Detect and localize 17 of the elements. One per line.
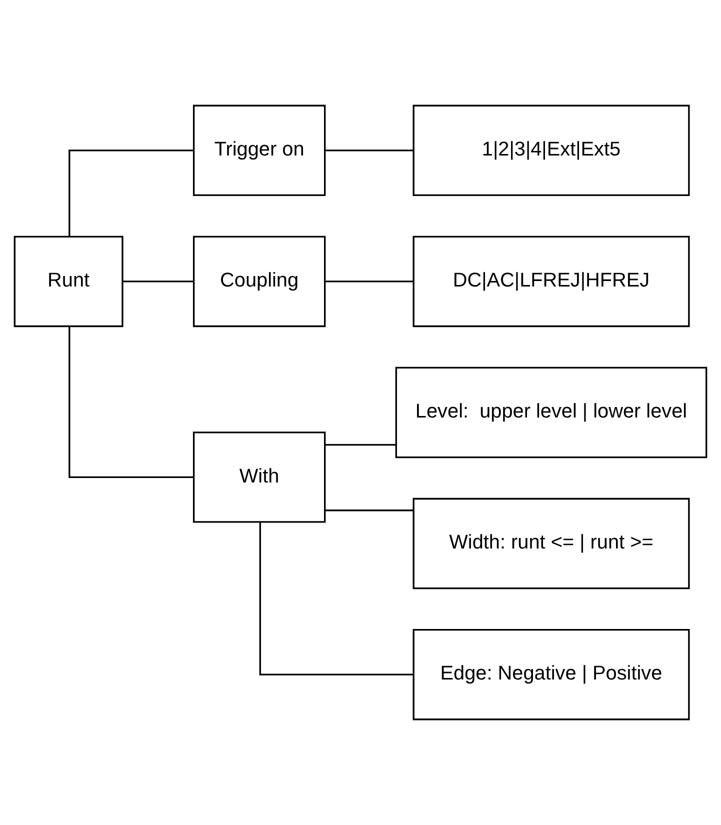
connector bbox=[326, 444, 396, 446]
node-box: Runt bbox=[14, 236, 124, 328]
connector bbox=[326, 280, 414, 282]
node-box: Trigger on bbox=[192, 104, 326, 196]
connector bbox=[259, 522, 414, 676]
connector bbox=[122, 280, 194, 282]
node-box: Coupling bbox=[192, 236, 326, 328]
node-box: Width: runt <= | runt >= bbox=[412, 498, 690, 590]
connector bbox=[68, 326, 194, 478]
node-box: Edge: Negative | Positive bbox=[412, 628, 690, 720]
node-box: Level: upper level | lower level bbox=[395, 366, 708, 458]
connector bbox=[326, 510, 414, 512]
node-box: 1|2|3|4|Ext|Ext5 bbox=[412, 104, 690, 196]
connector bbox=[68, 150, 194, 236]
node-box: With bbox=[192, 432, 326, 523]
node-box: DC|AC|LFREJ|HFREJ bbox=[412, 236, 690, 328]
connector bbox=[326, 150, 414, 152]
